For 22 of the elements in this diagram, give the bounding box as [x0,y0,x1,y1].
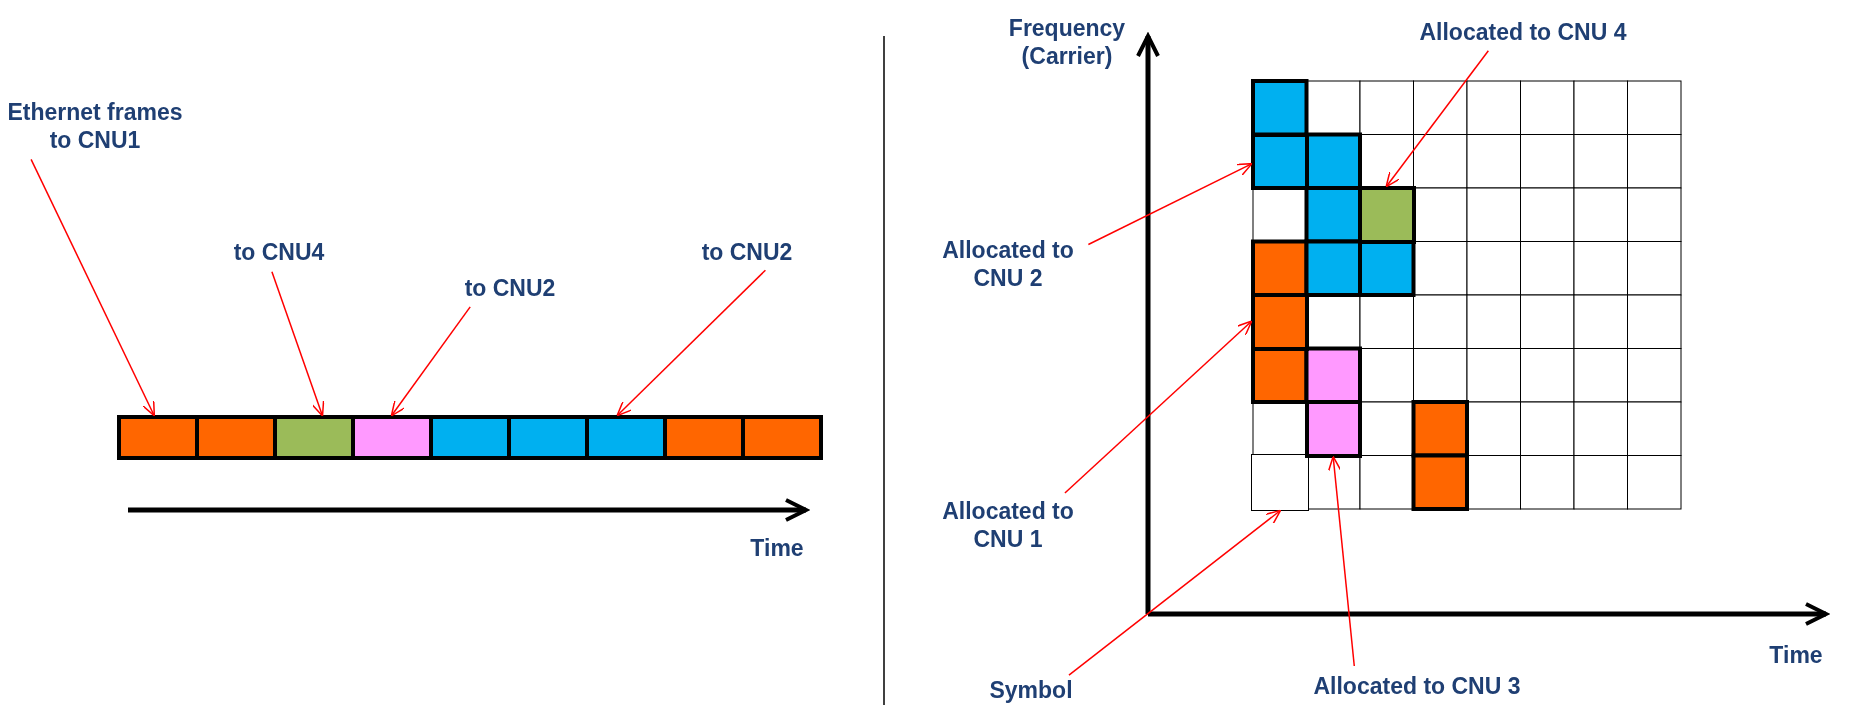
callout-label: Allocated to CNU 3 [1313,672,1521,700]
callout-label: Ethernet frames to CNU1 [0,98,190,154]
leader-line [390,306,471,417]
leader-line [1068,509,1282,676]
callout-label: to CNU4 [233,238,325,266]
leader-line [1087,162,1253,246]
callout-label: Allocated to CNU 4 [1419,18,1627,46]
axis-label: Time [750,534,804,562]
leader-line [1385,50,1490,188]
callout-label: to CNU2 [701,238,793,266]
axis-label: Time [1769,641,1823,669]
leader-line [1327,455,1356,667]
grid-cell [1251,453,1309,511]
callout-label: Allocated to CNU 1 [933,497,1083,553]
leader-line [30,158,156,417]
leader-line [1064,320,1253,494]
leader-line [271,270,325,417]
callout-label: Allocated to CNU 2 [933,236,1083,292]
callout-label: to CNU2 [464,274,556,302]
axis-label: Frequency (Carrier) [1007,14,1127,70]
callout-label: Symbol [989,676,1073,704]
leader-line [616,269,767,417]
